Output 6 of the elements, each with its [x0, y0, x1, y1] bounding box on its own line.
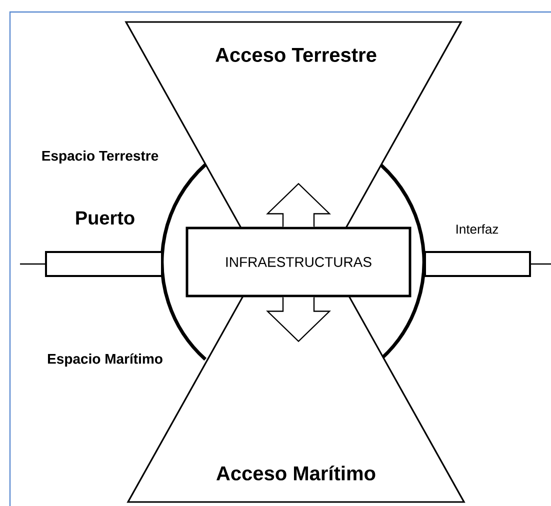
process-box: INFRAESTRUCTURAS — [186, 226, 412, 298]
block-arrow — [266, 296, 331, 342]
interface-bar — [424, 251, 551, 277]
node-label: Acceso Marítimo — [216, 466, 376, 480]
block-arrow — [266, 182, 331, 228]
interface-bar — [20, 251, 163, 277]
